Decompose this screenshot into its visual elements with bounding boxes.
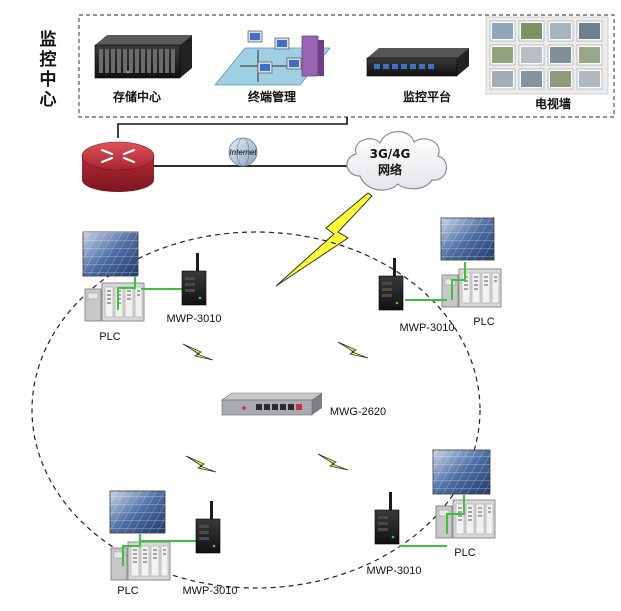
router-icon — [378, 257, 404, 311]
video-screen-image — [521, 23, 542, 39]
plc-icon — [441, 268, 502, 308]
cloud-line2: 网络 — [378, 162, 402, 177]
video-screen-image — [579, 71, 600, 87]
storage-server-icon — [94, 35, 192, 79]
node3-plc-label: PLC — [117, 585, 138, 597]
video-screen-image — [550, 23, 571, 39]
node1-router-label: MWP-3010 — [166, 313, 221, 325]
router-icon — [374, 491, 400, 545]
title-char-4: 心 — [40, 90, 57, 110]
monitoring-platform-icon — [366, 48, 469, 77]
node2-router-label: MWP-3010 — [399, 322, 454, 334]
video-screen-image — [550, 47, 571, 63]
internet-label: Internet — [229, 148, 257, 157]
video-screen-image — [521, 71, 542, 87]
gateway-icon — [221, 392, 323, 416]
title-char-1: 监 — [40, 29, 57, 50]
field-node-4 — [374, 449, 496, 547]
router-icon — [195, 500, 221, 554]
platform-label: 监控平台 — [403, 89, 451, 104]
plc-icon — [435, 499, 496, 539]
video-screen-image — [492, 23, 513, 39]
wireless-bolt-icon — [317, 453, 349, 471]
node1-plc-label: PLC — [99, 331, 120, 343]
video-screen-image — [579, 23, 600, 39]
node4-plc-label: PLC — [454, 547, 475, 559]
video-screen-image — [492, 47, 513, 63]
video-screen-image — [521, 47, 542, 63]
core-router-icon — [81, 141, 155, 192]
cloud-line1: 3G/4G — [370, 147, 411, 161]
plc-icon — [110, 541, 171, 581]
video-wall-icon — [485, 16, 609, 95]
title-char-2: 控 — [40, 49, 57, 70]
video-screen-image — [492, 71, 513, 87]
node2-plc-label: PLC — [473, 316, 494, 328]
wireless-field-boundary — [31, 231, 481, 589]
internet-globe-icon — [228, 137, 258, 167]
wireless-bolt-icon — [185, 455, 217, 473]
field-node-3 — [109, 490, 221, 581]
wireless-bolt-icon — [337, 341, 369, 359]
monitoring-center-title: 监 控 中 心 — [40, 29, 57, 110]
node3-router-label: MWP-3010 — [182, 585, 237, 597]
cloud-network-icon — [346, 131, 448, 191]
router-icon — [181, 252, 207, 306]
terminal-label: 终端管理 — [248, 89, 296, 104]
terminal-management-icon — [214, 30, 331, 86]
gateway-label: MWG-2620 — [330, 406, 386, 418]
field-node-1 — [82, 231, 207, 322]
field-node-2 — [378, 217, 502, 311]
wireless-uplink-bolt — [275, 192, 373, 287]
storage-label: 存储中心 — [112, 89, 161, 104]
video-screen-image — [579, 47, 600, 63]
node4-router-label: MWP-3010 — [366, 565, 421, 577]
title-char-3: 中 — [40, 69, 57, 90]
video-wall-label: 电视墙 — [535, 96, 571, 111]
link-center-to-router — [117, 117, 348, 138]
video-screen-image — [550, 71, 571, 87]
wireless-bolt-icon — [182, 343, 214, 361]
